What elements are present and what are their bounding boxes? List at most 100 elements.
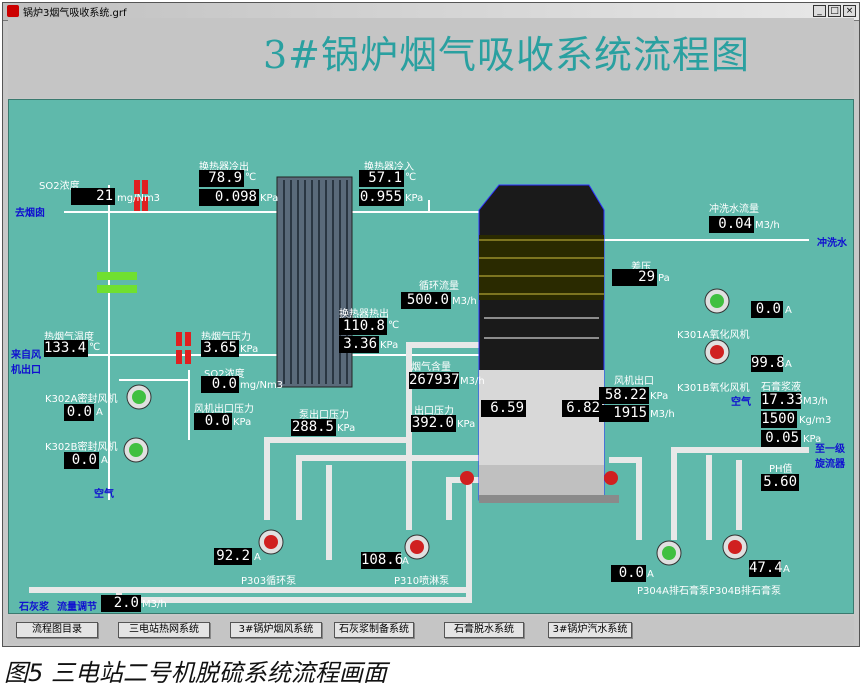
label-rinse-water: 冲洗水	[817, 238, 847, 249]
label-to-stage1: 至一级旋流器	[815, 444, 845, 470]
p303-unit: A	[254, 552, 261, 563]
label-hx-cold-out: 换热器冷出	[199, 162, 249, 173]
label-diff-press: 差压	[631, 262, 651, 273]
k301a-unit: A	[785, 305, 792, 316]
gypsum-flow-value: 17.33	[761, 392, 804, 409]
close-button[interactable]: ×	[843, 5, 856, 17]
label-hot-flue-temp: 热烟气温度	[44, 332, 94, 343]
label-to-chimney: 去烟囱	[15, 208, 45, 219]
gas-vol-value: 267937	[409, 372, 460, 389]
hot-flue-temp-unit: ℃	[89, 342, 101, 353]
label-so2: SO2浓度	[39, 181, 80, 192]
label-flue-gas-vol: 烟气含量	[411, 362, 451, 373]
maximize-button[interactable]: □	[828, 5, 841, 17]
gypsum-density-value: 1500	[761, 411, 797, 428]
label-circ-flow: 循环流量	[419, 281, 459, 292]
dp-unit: Pa	[658, 273, 670, 284]
level2-value: 6.82	[562, 400, 602, 417]
label-flue-press: 热烟气压力	[201, 332, 251, 343]
p310-current: 108.6	[361, 552, 404, 569]
p304a-unit: A	[647, 569, 654, 580]
cold-out-press-unit: KPa	[260, 193, 279, 204]
flue-press-unit: KPa	[240, 344, 259, 355]
fan-out-press-value: 58.22	[599, 387, 649, 404]
window-title: 锅炉3烟气吸收系统.grf	[23, 8, 127, 19]
pump-press-value: 288.5	[291, 419, 336, 436]
limestone-flow-value: 2.0	[101, 595, 141, 612]
label-outlet-press: 出口压力	[414, 406, 454, 417]
fan-out-flow-unit: M3/h	[650, 409, 675, 420]
label-k302b: K302B密封风机	[45, 442, 118, 453]
k301b-current: 99.8	[751, 355, 785, 372]
process-diagram	[29, 176, 809, 603]
page-title: 3#锅炉烟气吸收系统流程图	[263, 33, 751, 77]
dp-value: 29	[612, 269, 657, 286]
label-p303: P303循环泵	[241, 576, 297, 587]
fan-out-flow-value: 1915	[599, 405, 649, 422]
damper-icon	[134, 180, 191, 364]
cold-out-temp: 78.9	[199, 170, 244, 187]
so2b-unit: mg/Nm3	[240, 380, 284, 391]
label-p304a: P304A排石膏泵	[637, 586, 709, 597]
k302b-unit: A	[101, 455, 108, 466]
ph-value: 5.60	[761, 474, 799, 491]
hot-out-press-unit: KPa	[380, 340, 399, 351]
nav-button-3[interactable]: 石灰浆制备系统	[334, 622, 414, 638]
hot-out-temp: 110.8	[339, 318, 387, 335]
label-rinse-flow: 冲洗水流量	[709, 204, 759, 215]
circ-unit: M3/h	[452, 296, 477, 307]
limestone-flow-unit: M3/h	[142, 599, 167, 610]
minimize-button[interactable]: _	[813, 5, 826, 17]
label-from-fan: 来自风机出口	[11, 350, 41, 376]
label-flow-adjust: 流量调节	[57, 602, 97, 613]
p304b-current: 47.4	[749, 560, 783, 577]
so2b-value: 0.0	[201, 376, 239, 393]
nav-bar: 流程图目录 三电站热网系统 3#锅炉烟风系统 石灰浆制备系统 石膏脱水系统 3#…	[8, 616, 854, 644]
out-press-unit: KPa	[457, 419, 476, 430]
valve-green-icon	[97, 272, 137, 293]
nav-button-0[interactable]: 流程图目录	[16, 622, 98, 638]
p310-unit: A	[402, 556, 409, 567]
p304b-unit: A	[783, 564, 790, 575]
label-gypsum-slurry: 石膏浆液	[761, 382, 801, 393]
label-air: 空气	[94, 489, 114, 500]
nav-button-2[interactable]: 3#锅炉烟风系统	[230, 622, 322, 638]
label-hx-hot-out: 换热器热出	[339, 309, 389, 320]
heat-exchanger	[276, 176, 353, 388]
fan-out-press-unit: KPa	[650, 391, 669, 402]
circ-value: 500.0	[401, 292, 451, 309]
nav-button-4[interactable]: 石膏脱水系统	[444, 622, 524, 638]
flue-press-value: 3.65	[201, 340, 239, 357]
cold-in-press-unit: KPa	[405, 193, 424, 204]
k301a-current: 0.0	[751, 301, 783, 318]
cold-in-temp-unit: ℃	[405, 172, 417, 183]
label-k301b: K301B氧化风机	[677, 383, 750, 394]
cold-out-temp-unit: ℃	[245, 172, 257, 183]
hot-out-press: 3.36	[339, 336, 379, 353]
gypsum-press-unit: KPa	[803, 434, 822, 445]
k302b-current: 0.0	[64, 452, 99, 469]
label-ph: PH值	[769, 464, 793, 475]
process-panel: SO2浓度 去烟囱 换热器冷出 换热器冷入 冲洗水流量 冲洗水 差压 循环流量 …	[8, 99, 854, 614]
label-air-2: 空气	[731, 397, 751, 408]
gypsum-press-value: 0.05	[761, 430, 801, 447]
so2-unit: mg/Nm3	[117, 193, 161, 204]
rinse-value: 0.04	[709, 216, 754, 233]
cold-in-press: 0.955	[359, 189, 404, 206]
label-k302a: K302A密封风机	[45, 394, 118, 405]
nav-button-1[interactable]: 三电站热网系统	[118, 622, 210, 638]
header: 3#锅炉烟气吸收系统流程图	[8, 18, 854, 98]
nav-button-5[interactable]: 3#锅炉汽水系统	[548, 622, 632, 638]
fan-press-value: 0.0	[194, 413, 232, 430]
label-fan-outlet-press: 风机出口压力	[194, 404, 254, 415]
rinse-unit: M3/h	[755, 220, 780, 231]
level1-value: 6.59	[481, 400, 526, 417]
gypsum-density-unit: Kg/m3	[799, 415, 832, 426]
app-logo-icon	[7, 5, 19, 17]
hot-out-temp-unit: ℃	[388, 320, 400, 331]
k302a-current: 0.0	[64, 404, 94, 421]
label-k301a: K301A氧化风机	[677, 330, 750, 341]
hot-flue-temp-value: 133.4	[44, 340, 88, 357]
p304a-current: 0.0	[611, 565, 646, 582]
fan-press-unit: KPa	[233, 417, 252, 428]
